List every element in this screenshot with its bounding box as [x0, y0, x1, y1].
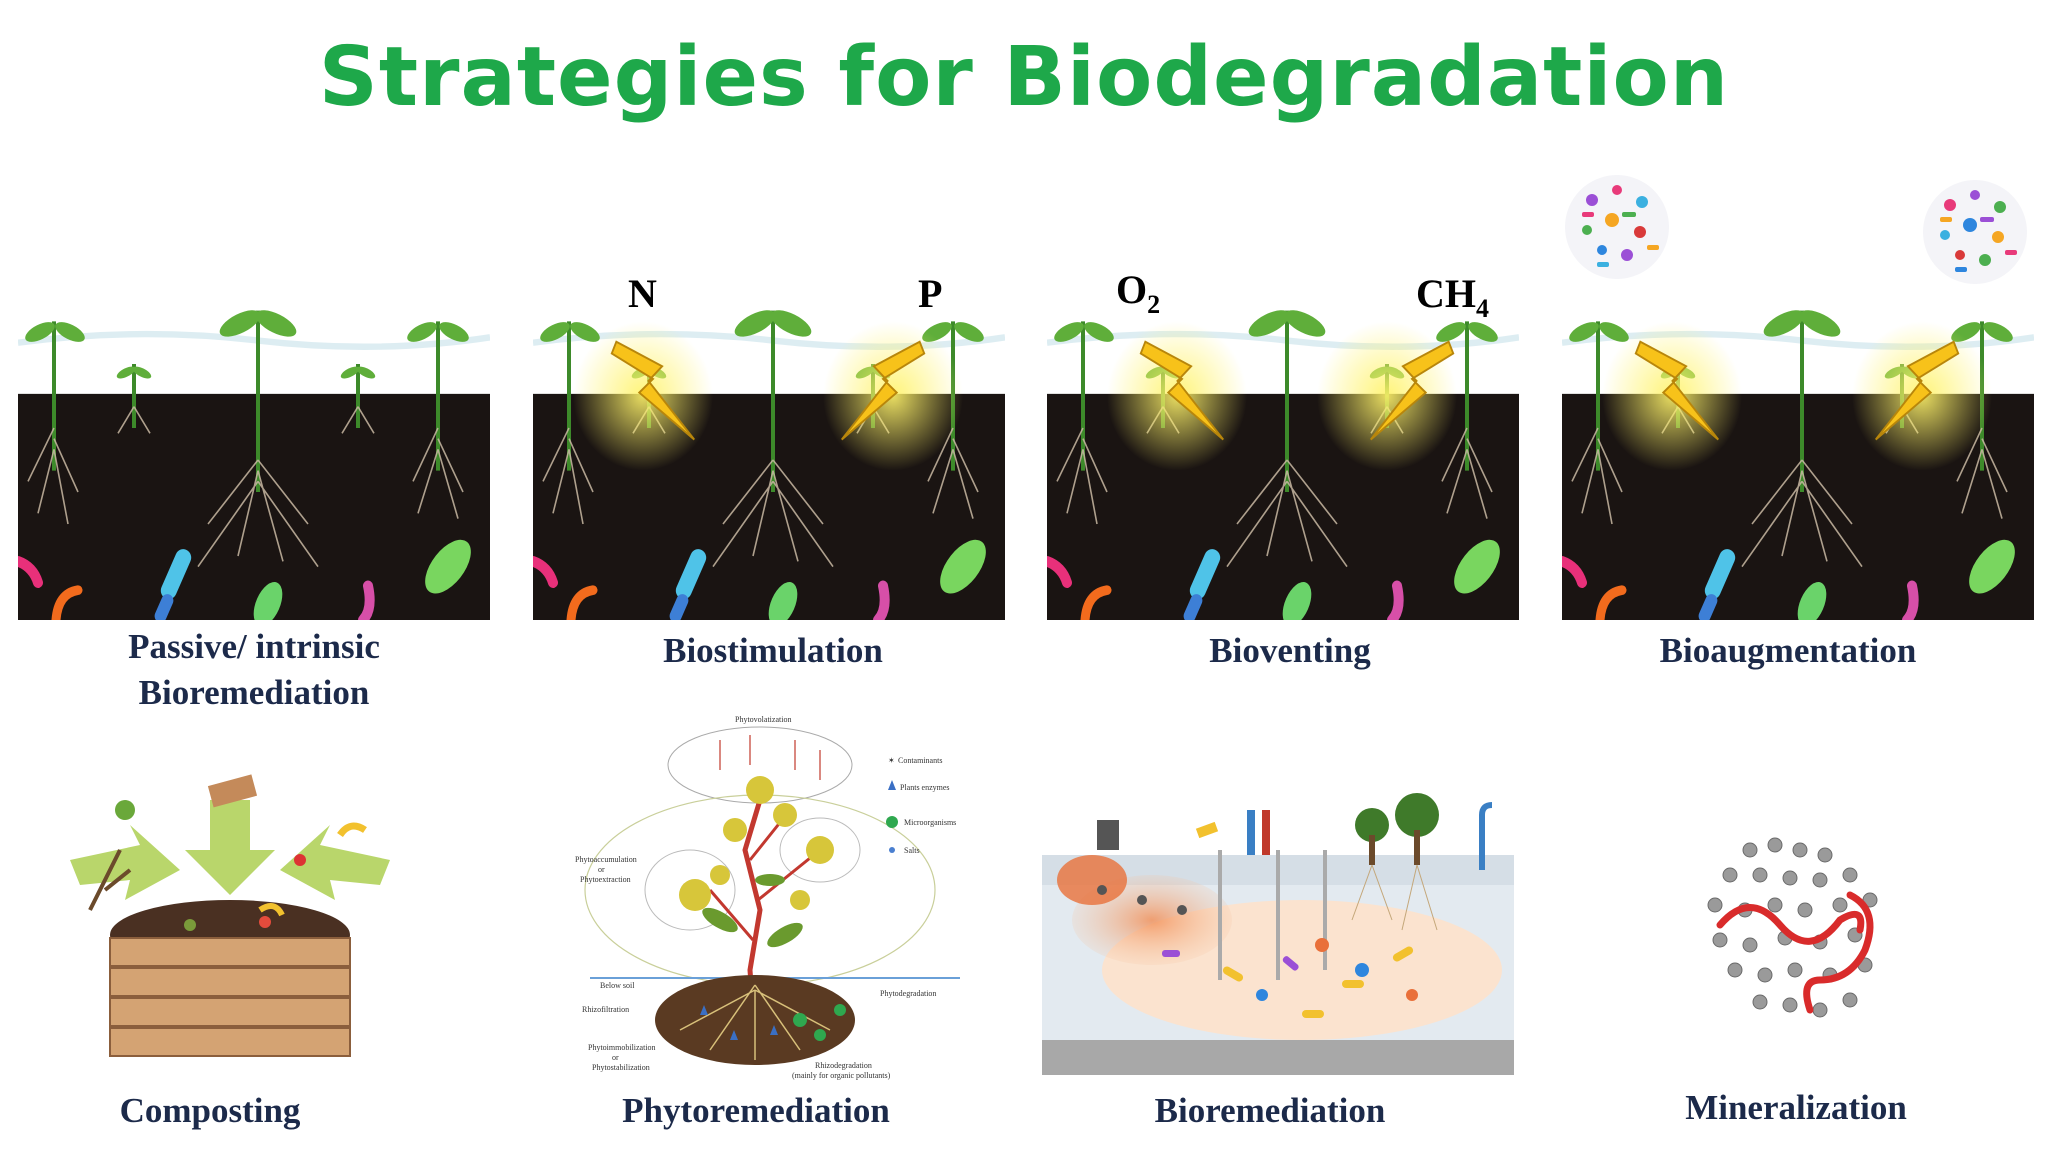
below-soil-label: Below soil — [600, 981, 635, 990]
phosphorus-label: P — [918, 271, 943, 316]
caption-bioremediation: Bioremediation — [1154, 1091, 1386, 1130]
caption-composting: Composting — [119, 1091, 301, 1130]
bioventing-image — [1047, 300, 1519, 620]
methane-label: CH4 — [1416, 271, 1489, 323]
bioaugmentation-image — [1562, 300, 2034, 620]
caption-line-1: Passive/ intrinsic — [128, 627, 380, 666]
rhizofiltration-label: Rhizofiltration — [582, 1005, 629, 1014]
legend-salts: Salts — [904, 846, 920, 855]
rhizodegradation-label: Rhizodegradation — [815, 1061, 872, 1070]
svg-text:or: or — [612, 1053, 619, 1062]
phytodegradation-label: Phytodegradation — [880, 989, 936, 998]
svg-text:or: or — [598, 865, 605, 874]
nitrogen-label: N — [628, 271, 657, 316]
caption-line-2: Bioremediation — [138, 673, 370, 712]
composting-image — [70, 774, 390, 1057]
caption-biostimulation: Biostimulation — [663, 631, 883, 670]
phytovolatization-label: Phytovolatization — [735, 715, 791, 724]
phytostabilization-label: Phytostabilization — [592, 1063, 650, 1072]
caption-mineralization: Mineralization — [1685, 1088, 1907, 1127]
caption-bioventing: Bioventing — [1209, 631, 1371, 670]
legend-plants-enzymes: Plants enzymes — [900, 783, 950, 792]
mineralization-image — [1707, 837, 1878, 1018]
rhizodegradation-note: (mainly for organic pollutants) — [792, 1071, 891, 1080]
microbe-cluster-right-icon — [1923, 180, 2027, 284]
passive-bioremediation-image — [18, 300, 490, 620]
phytoremediation-image: Phytovolatization ✶ Contaminants Plants … — [575, 715, 960, 1080]
legend-microorganisms: Microorganisms — [904, 818, 956, 827]
bioremediation-image — [1042, 793, 1514, 1075]
caption-bioaugmentation: Bioaugmentation — [1659, 631, 1917, 670]
legend-contaminants: Contaminants — [898, 756, 942, 765]
oxygen-label: O2 — [1116, 267, 1161, 319]
phytoaccumulation-label: Phytoaccumulation — [575, 855, 637, 864]
microbe-cluster-left-icon — [1565, 175, 1669, 279]
phytoextraction-label: Phytoextraction — [580, 875, 631, 884]
caption-phytoremediation: Phytoremediation — [622, 1091, 890, 1130]
caption-passive-bioremediation: Passive/ intrinsic Bioremediation — [14, 624, 494, 716]
svg-text:✶: ✶ — [888, 756, 895, 765]
biostimulation-image — [533, 300, 1005, 620]
page-title: Strategies for Biodegradation — [318, 30, 1730, 125]
phytoimmobilization-label: Phytoimmobilization — [588, 1043, 656, 1052]
